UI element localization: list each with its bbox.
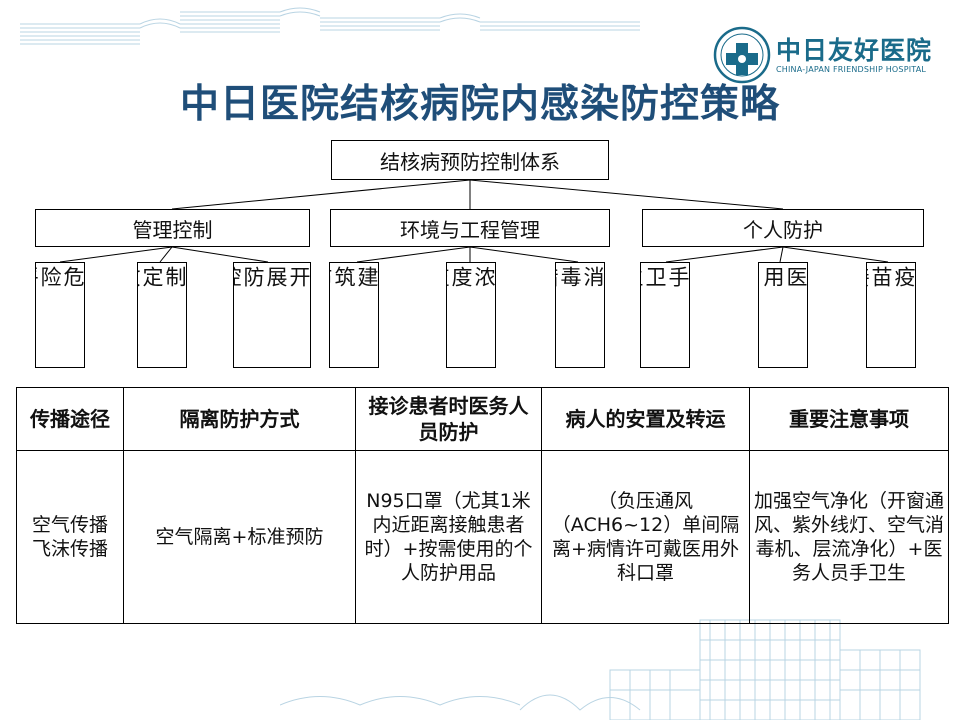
leaf-label: 医 用 口 罩 bbox=[758, 266, 808, 287]
hospital-logo: 中日友好医院 CHINA-JAPAN FRIENDSHIP HOSPITAL bbox=[712, 25, 948, 85]
hospital-name: 中日友好医院 bbox=[776, 36, 933, 65]
header-transmission-route: 传播途径 bbox=[16, 387, 124, 451]
branch-environment-engineering: 环境与工程管理 bbox=[330, 209, 610, 247]
cell-patient-placement: （负压通风（ACH6~12）单间隔离+病情许可戴医用外科口罩 bbox=[541, 450, 750, 624]
leaf-vaccination: 疫 苗 接 种 bbox=[866, 262, 916, 368]
leaf-label: 疫 苗 接 种 bbox=[866, 266, 916, 287]
leaf-hand-hygiene: 手 卫 生 bbox=[640, 262, 690, 368]
branch-management-control: 管理控制 bbox=[35, 209, 310, 247]
cell-isolation-method: 空气隔离+标准预防 bbox=[123, 450, 356, 624]
header-isolation-method: 隔离防护方式 bbox=[123, 387, 356, 451]
branch-personal-protection: 个人防护 bbox=[642, 209, 924, 247]
leaf-policy-making: 制 定 政 策 bbox=[137, 262, 187, 368]
header-key-notes: 重要注意事项 bbox=[749, 387, 949, 451]
tree-root-node: 结核病预防控制体系 bbox=[331, 140, 609, 180]
cell-key-notes: 加强空气净化（开窗通风、紫外线灯、空气消毒机、层流净化）+医务人员手卫生 bbox=[749, 450, 949, 624]
leaf-label: 危 险 评 估 bbox=[35, 266, 85, 287]
leaf-label: 建 筑 布 局 bbox=[329, 266, 379, 287]
leaf-label: 消 毒 措 施 bbox=[555, 266, 605, 287]
leaf-risk-assessment: 危 险 评 估 bbox=[35, 262, 85, 368]
hospital-logo-icon bbox=[713, 26, 771, 84]
header-staff-protection: 接诊患者时医务人员防护 bbox=[355, 387, 542, 451]
hospital-building-illustration bbox=[280, 619, 921, 720]
cell-transmission-route: 空气传播 飞沫传播 bbox=[16, 450, 124, 624]
leaf-concentration-monitoring: 浓 度 监 测 bbox=[446, 262, 496, 368]
page-title: 中日医院结核病院内感染防控策略 bbox=[179, 82, 780, 127]
table-header-row: 传播途径 隔离防护方式 接诊患者时医务人员防护 病人的安置及转运 重要注意事项 bbox=[16, 387, 949, 451]
cell-staff-protection: N95口罩（尤其1米内近距离接触患者时）+按需使用的个人防护用品 bbox=[355, 450, 542, 624]
header-patient-placement: 病人的安置及转运 bbox=[541, 387, 750, 451]
leaf-label: 制 定 政 策 bbox=[137, 266, 187, 287]
table-row: 空气传播 飞沫传播 空气隔离+标准预防 N95口罩（尤其1米内近距离接触患者时）… bbox=[16, 450, 949, 624]
leaf-label: 开 展 防 控 培 训 bbox=[233, 266, 311, 287]
leaf-medical-mask: 医 用 口 罩 bbox=[758, 262, 808, 368]
leaf-prevention-training: 开 展 防 控 培 训 bbox=[233, 262, 311, 368]
leaf-disinfection-measures: 消 毒 措 施 bbox=[555, 262, 605, 368]
leaf-label: 手 卫 生 bbox=[640, 266, 690, 287]
hospital-english-name: CHINA-JAPAN FRIENDSHIP HOSPITAL bbox=[776, 65, 927, 74]
leaf-label: 浓 度 监 测 bbox=[446, 266, 496, 287]
strategy-table: 传播途径 隔离防护方式 接诊患者时医务人员防护 病人的安置及转运 重要注意事项 … bbox=[16, 387, 949, 624]
header-decoration-lines bbox=[20, 7, 640, 45]
leaf-building-layout: 建 筑 布 局 bbox=[329, 262, 379, 368]
